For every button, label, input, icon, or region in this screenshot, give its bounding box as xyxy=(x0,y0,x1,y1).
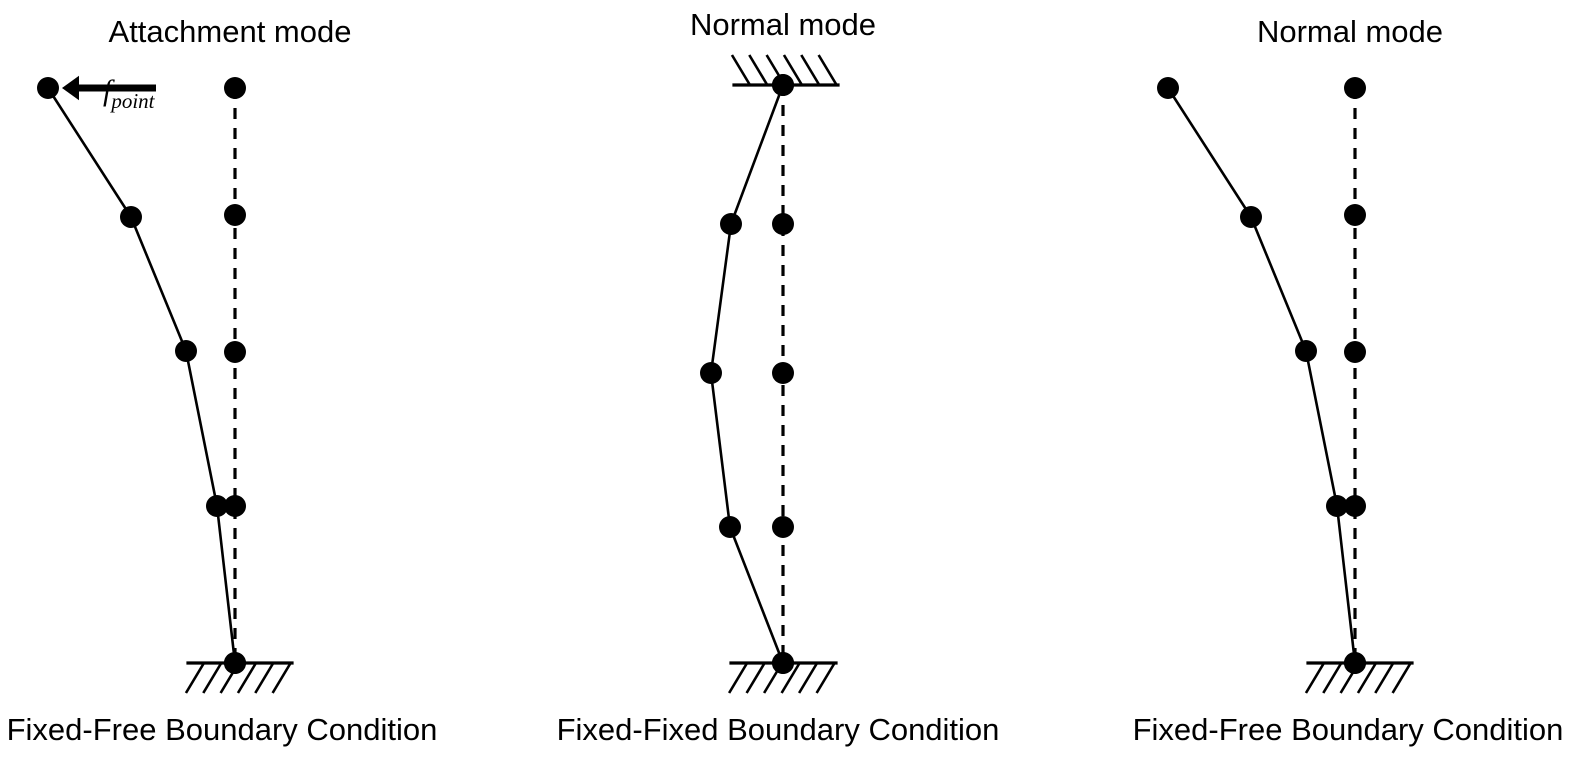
ground-hatch-stroke xyxy=(202,662,223,694)
ground-hatch-stroke xyxy=(1391,662,1412,694)
reference-node-dot xyxy=(1344,341,1366,363)
reference-node-dot xyxy=(1344,495,1366,517)
reference-node-dot xyxy=(224,204,246,226)
reference-node-dot xyxy=(1344,204,1366,226)
reference-node-dot xyxy=(224,77,246,99)
deformed-node-dot xyxy=(719,516,741,538)
force-arrow-head xyxy=(62,75,79,101)
force-annotation: fpoint xyxy=(62,74,156,113)
deformed-node-dot xyxy=(1326,495,1348,517)
ground-hatch-stroke xyxy=(780,662,801,694)
panel-title: Normal mode xyxy=(1257,14,1443,49)
reference-node-dot xyxy=(772,516,794,538)
deformed-node-dot xyxy=(1344,652,1366,674)
ground-hatch-stroke xyxy=(817,54,838,86)
force-point-label: fpoint xyxy=(103,74,156,113)
ground-hatch-stroke xyxy=(800,54,821,86)
ground-hatch-stroke xyxy=(745,662,766,694)
deformed-node-dot xyxy=(206,495,228,517)
support-bottom-fixed xyxy=(727,661,838,694)
reference-node-dot xyxy=(224,495,246,517)
deformed-node-dot xyxy=(37,77,59,99)
panel-title: Normal mode xyxy=(690,7,876,42)
panel-caption: Fixed-Free Boundary Condition xyxy=(7,712,438,747)
deformed-node-dot xyxy=(772,652,794,674)
deformed-node-dot xyxy=(1295,340,1317,362)
ground-hatch-stroke xyxy=(1304,662,1326,694)
ground-hatch-stroke xyxy=(748,54,769,86)
ground-hatch-stroke xyxy=(782,54,804,86)
panel-title: Attachment mode xyxy=(109,14,352,49)
ground-hatch-stroke xyxy=(815,662,836,694)
reference-node-dot xyxy=(772,362,794,384)
ground-hatch-stroke xyxy=(271,662,292,694)
panel-caption: Fixed-Fixed Boundary Condition xyxy=(557,712,1000,747)
deformed-shape-line xyxy=(46,86,237,665)
panel-caption: Fixed-Free Boundary Condition xyxy=(1133,712,1564,747)
force-point-label-subscript: point xyxy=(109,89,155,113)
deformed-shape-line xyxy=(1166,86,1357,665)
ground-hatch-stroke xyxy=(1374,662,1395,694)
deformed-node-dot xyxy=(224,652,246,674)
ground-hatch-stroke xyxy=(236,662,258,694)
deformed-node-dot xyxy=(1240,206,1262,228)
deformed-node-dot xyxy=(120,206,142,228)
deformed-node-dot xyxy=(1157,77,1179,99)
ground-hatch-stroke xyxy=(254,662,275,694)
ground-hatch-stroke xyxy=(1322,662,1343,694)
ground-hatch-stroke xyxy=(1356,662,1378,694)
deformed-node-dot xyxy=(175,340,197,362)
ground-hatch-stroke xyxy=(797,662,819,694)
reference-node-dot xyxy=(1344,77,1366,99)
ground-hatch-stroke xyxy=(727,662,749,694)
deformed-node-dot xyxy=(720,213,742,235)
ground-hatch-stroke xyxy=(730,54,752,86)
deformed-node-dot xyxy=(772,74,794,96)
reference-node-dot xyxy=(772,213,794,235)
reference-node-dot xyxy=(224,341,246,363)
ground-hatch-stroke xyxy=(184,662,206,694)
deformed-node-dot xyxy=(700,362,722,384)
